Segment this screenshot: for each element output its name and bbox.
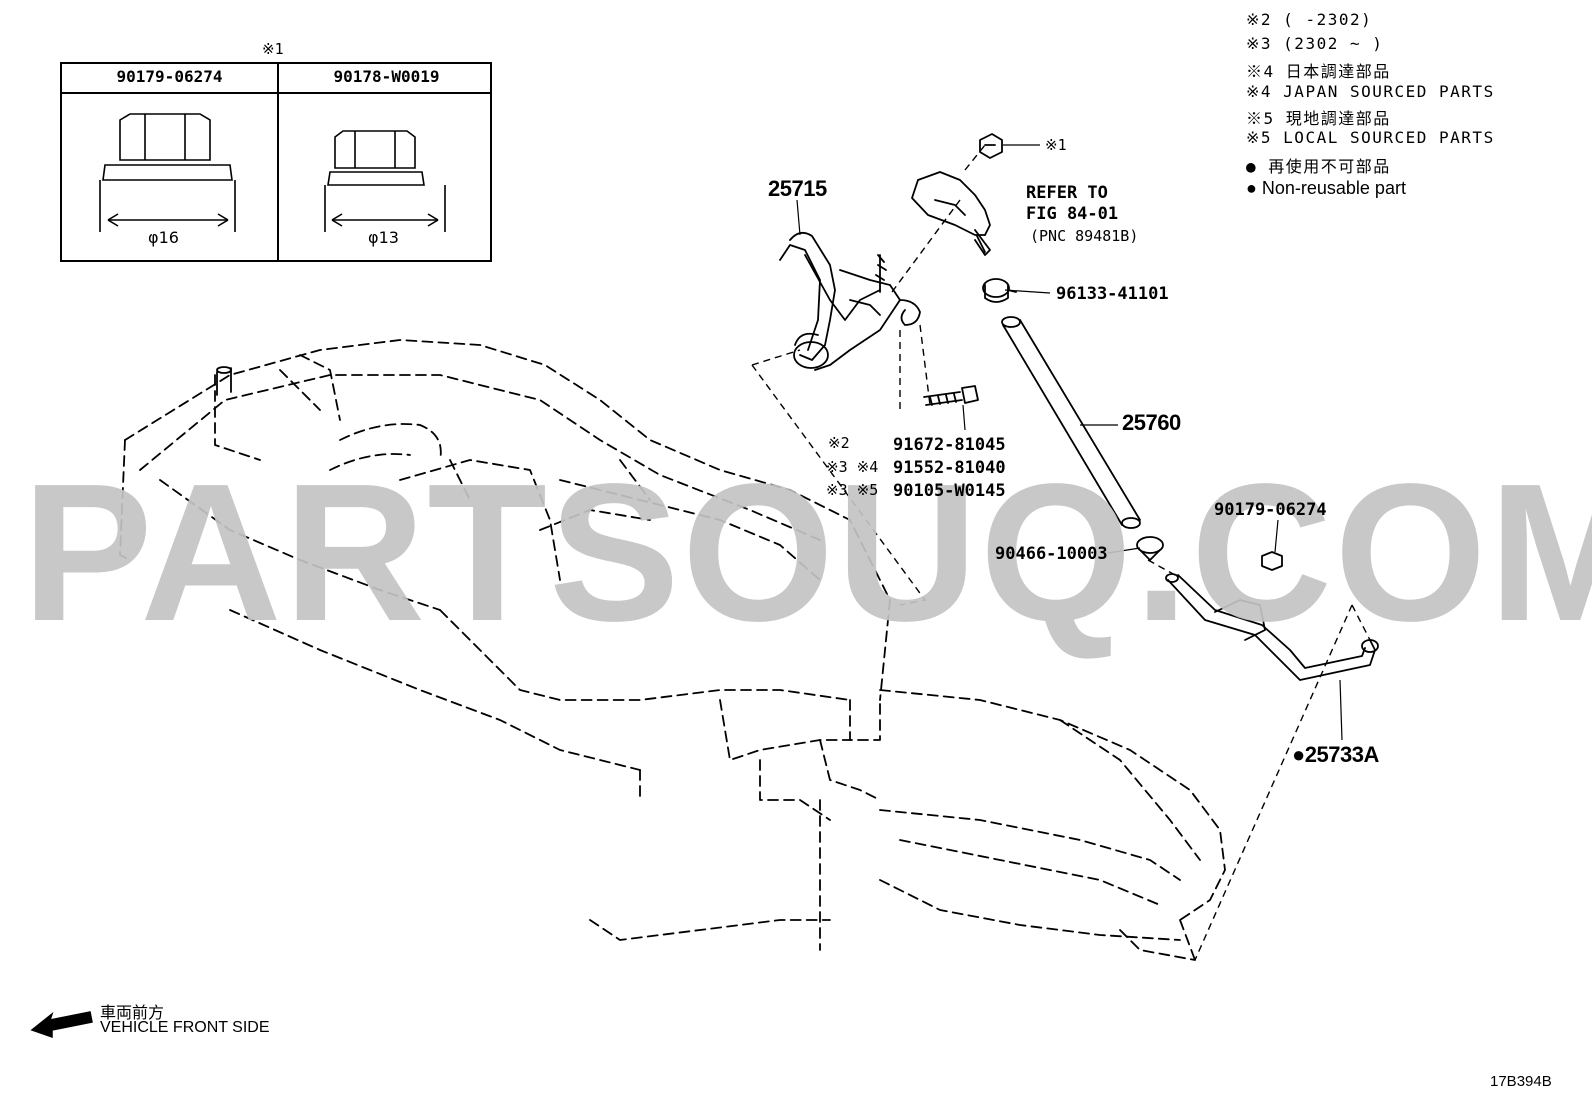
legend-line-4: ※4 JAPAN SOURCED PARTS — [1246, 82, 1495, 101]
nut-size-table: 90179-06274 90178-W0019 — [60, 62, 492, 262]
tank-neck — [216, 366, 232, 396]
nut-16-drawing — [99, 113, 236, 232]
dim-symbol: φ — [368, 228, 379, 247]
bracket-25715-drawing — [779, 231, 921, 371]
legend-line-6: ※5 LOCAL SOURCED PARTS — [1246, 128, 1495, 147]
dim-value: 16 — [158, 228, 179, 247]
table-col1-part[interactable]: 90179-06274 — [116, 67, 223, 86]
watermark: PARTSOUQ.COM — [22, 443, 1592, 662]
dim-13: φ13 — [368, 228, 399, 247]
vsv-sensor-drawing — [911, 171, 991, 256]
part-90105-W0145[interactable]: 90105-W0145 — [893, 481, 1006, 501]
front-side-en: VEHICLE FRONT SIDE — [100, 1019, 270, 1036]
note-3-5-prefix: ※3 ※5 — [826, 481, 879, 499]
dim-16: φ16 — [148, 228, 179, 247]
part-90179-06274[interactable]: 90179-06274 — [1214, 500, 1327, 520]
note-3-4-prefix: ※3 ※4 — [826, 458, 879, 476]
clip-90466-drawing — [1136, 536, 1164, 561]
table-note: ※1 — [262, 40, 284, 58]
front-side-jp: 車両前方 — [100, 1003, 165, 1022]
note-1-callout: ※1 — [1045, 136, 1067, 154]
dim-value: 13 — [378, 228, 399, 247]
part-91672-81045[interactable]: 91672-81045 — [893, 435, 1006, 455]
part-25760[interactable]: 25760 — [1122, 410, 1181, 435]
table-header — [62, 64, 490, 94]
bolt-91672-drawing — [923, 385, 979, 406]
part-91552-81040[interactable]: 91552-81040 — [893, 458, 1006, 478]
part-25715[interactable]: 25715 — [768, 176, 827, 201]
figure-code: 17B394B — [1490, 1073, 1552, 1090]
nut-13-drawing — [324, 130, 446, 232]
fuel-tank-outline — [119, 339, 1226, 961]
legend-line-2: ※3 (2302 ~ ) — [1246, 34, 1384, 53]
part-90466-10003[interactable]: 90466-10003 — [995, 544, 1108, 564]
part-96133-41101[interactable]: 96133-41101 — [1056, 284, 1169, 304]
table-col2-part[interactable]: 90178-W0019 — [333, 67, 440, 86]
dim-symbol: φ — [148, 228, 159, 247]
part-25733A[interactable]: ●25733A — [1292, 742, 1379, 767]
legend-line-8: ● Non-reusable part — [1246, 178, 1406, 198]
hose-25760-drawing — [1001, 316, 1141, 529]
note-2-callout: ※2 — [828, 434, 850, 452]
flange-nut-drawing — [979, 133, 1003, 159]
refer-line-1: REFER TO — [1026, 183, 1108, 203]
front-direction-arrow — [30, 1011, 93, 1039]
legend-line-7: ● 再使用不可部品 — [1246, 157, 1391, 176]
refer-line-3: (PNC 89481B) — [1030, 227, 1139, 245]
legend-line-1: ※2 ( -2302) — [1246, 10, 1373, 29]
refer-line-2[interactable]: FIG 84-01 — [1026, 204, 1119, 224]
nut-90179-drawing — [1261, 551, 1283, 571]
table-divider — [277, 64, 279, 260]
legend-line-5: ※5 現地調達部品 — [1246, 109, 1391, 128]
legend-line-3: ※4 日本調達部品 — [1246, 62, 1391, 81]
